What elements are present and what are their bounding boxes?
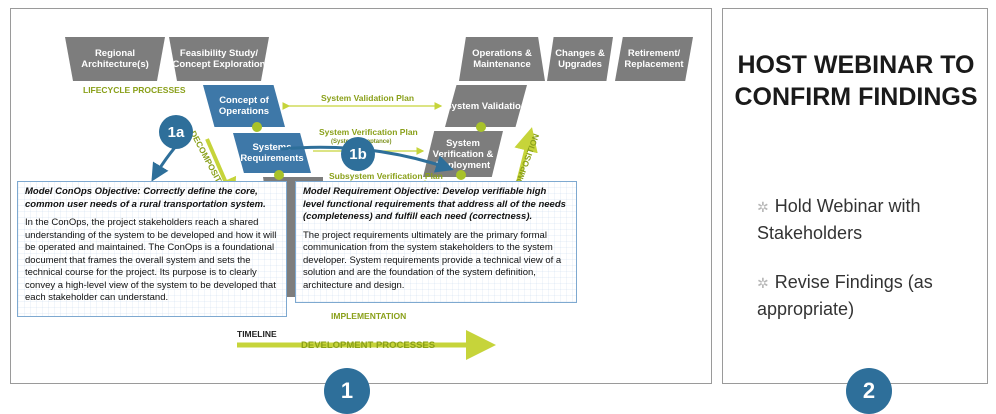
step-number-1-badge: 1 [324, 368, 370, 414]
regional-architecture-label: Regional Architecture(s) [81, 48, 149, 70]
retirement-replacement-box: Retirement/ Replacement [615, 37, 693, 81]
requirement-body-text: The project requirements ultimately are … [303, 229, 562, 291]
step-1a-badge: 1a [159, 115, 193, 149]
feasibility-study-label: Feasibility Study/ Concept Exploration [172, 48, 266, 70]
development-processes-label: DEVELOPMENT PROCESSES [301, 340, 436, 351]
conops-objective-callout: Model ConOps Objective: Correctly define… [17, 181, 287, 317]
changes-upgrades-box: Changes & Upgrades [547, 37, 613, 81]
system-validation-box: System Validation [445, 85, 527, 127]
conops-objective-text: Model ConOps Objective: Correctly define… [25, 186, 266, 210]
regional-architecture-box: Regional Architecture(s) [65, 37, 165, 81]
webinar-panel: HOST WEBINAR TO CONFIRM FINDINGS ✲Hold W… [722, 8, 988, 384]
concept-of-operations-box: Concept of Operations [203, 85, 285, 127]
operations-maintenance-box: Operations & Maintenance [459, 37, 545, 81]
webinar-title: HOST WEBINAR TO CONFIRM FINDINGS [734, 51, 978, 111]
bullet-revise-findings-text: Revise Findings (as appropriate) [757, 272, 933, 319]
conops-body-text: In the ConOps, the project stakeholders … [25, 217, 277, 303]
asterisk-bullet-icon: ✲ [757, 275, 769, 291]
concept-of-operations-label: Concept of Operations [218, 95, 270, 117]
vee-diagram-panel: Regional Architecture(s) Feasibility Stu… [10, 8, 712, 384]
systems-requirements-label: Systems Requirements [240, 142, 304, 164]
step-1b-badge: 1b [341, 137, 375, 171]
timeline-label: TIMELINE [237, 329, 277, 339]
system-verification-plan-label: System Verification Plan [319, 127, 418, 137]
implementation-label: IMPLEMENTATION [331, 311, 407, 321]
asterisk-bullet-icon: ✲ [757, 199, 769, 215]
operations-maintenance-label: Operations & Maintenance [472, 48, 532, 70]
bullet-hold-webinar: ✲Hold Webinar with Stakeholders [757, 193, 987, 246]
feasibility-study-box: Feasibility Study/ Concept Exploration [169, 37, 269, 81]
bullet-revise-findings: ✲Revise Findings (as appropriate) [757, 269, 987, 322]
step-number-2-badge: 2 [846, 368, 892, 414]
requirement-objective-callout: Model Requirement Objective: Develop ver… [295, 181, 577, 303]
retirement-replacement-label: Retirement/ Replacement [624, 48, 684, 70]
systems-requirements-box: Systems Requirements [233, 133, 311, 173]
subsystem-verification-plan-label: Subsystem Verification Plan [329, 171, 443, 181]
requirement-objective-text: Model Requirement Objective: Develop ver… [303, 186, 566, 222]
system-validation-label: System Validation [445, 100, 527, 112]
composition-arrow [513, 127, 538, 195]
diagram-connectors [151, 102, 538, 360]
changes-upgrades-label: Changes & Upgrades [555, 48, 605, 70]
bullet-hold-webinar-text: Hold Webinar with Stakeholders [757, 196, 921, 243]
lifecycle-processes-label: LIFECYCLE PROCESSES [83, 85, 186, 95]
system-validation-plan-label: System Validation Plan [321, 93, 415, 103]
system-verification-label: System Verification & Deployment [432, 137, 494, 171]
